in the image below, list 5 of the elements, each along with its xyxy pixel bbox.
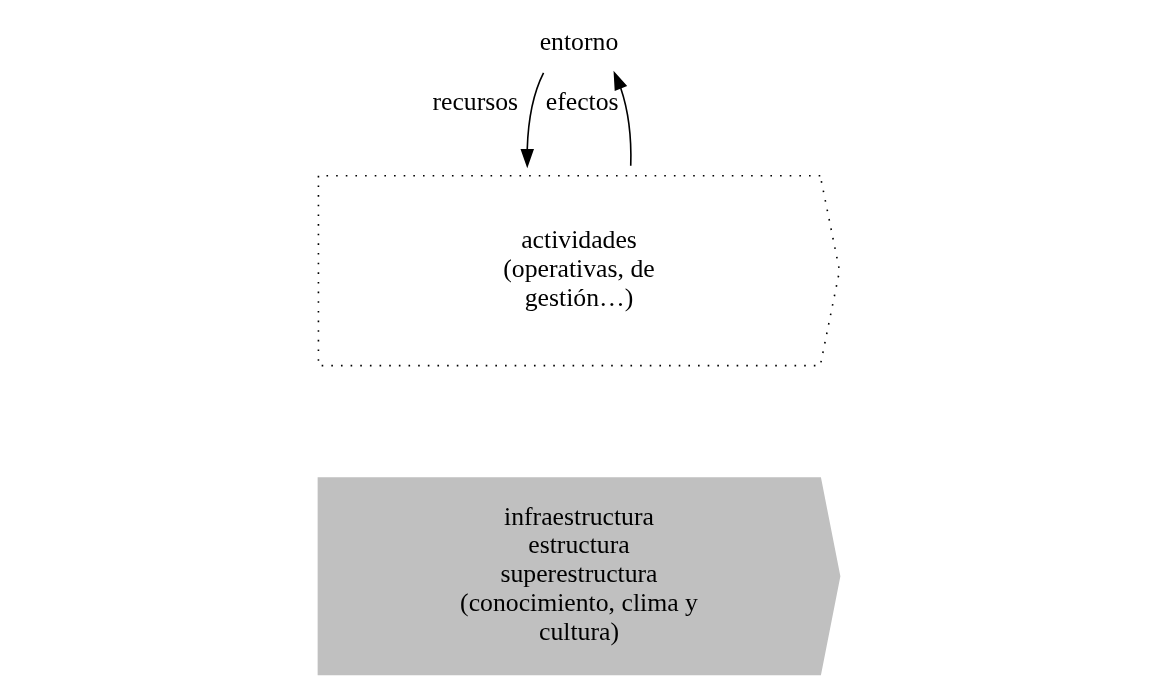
edge-label: recursos <box>432 87 519 117</box>
node-text: entorno <box>539 27 619 57</box>
edge-label: efectos <box>545 87 619 117</box>
arrow <box>613 70 632 167</box>
arrow <box>520 72 545 169</box>
